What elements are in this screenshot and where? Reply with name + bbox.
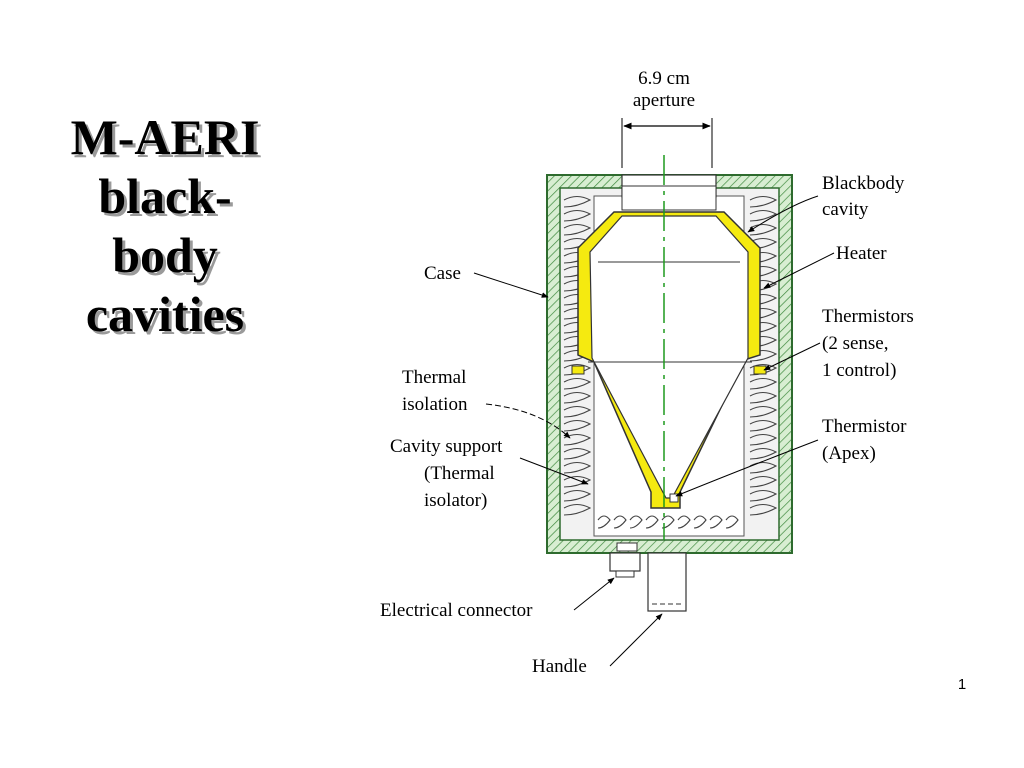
label-handle: Handle — [532, 656, 587, 677]
label-blackbody-2: cavity — [822, 199, 869, 220]
blackbody-cavity-shape — [571, 211, 767, 509]
title-line-4: cavities — [85, 286, 245, 342]
label-thermistors-3: 1 control) — [822, 360, 896, 381]
aperture-label-line2: aperture — [633, 90, 695, 111]
handle-part — [647, 552, 687, 612]
electrical-connector-part — [609, 542, 641, 578]
aperture-label-line1: 6.9 cm — [638, 68, 690, 89]
title-line-2: black- — [98, 168, 232, 224]
label-thermistor-apex-2: (Apex) — [822, 443, 876, 464]
slide-title: M-AERI black- body cavities — [40, 108, 290, 344]
label-thermal-isolation-2: isolation — [402, 394, 468, 415]
label-blackbody-1: Blackbody — [822, 173, 905, 194]
label-thermistor-apex-1: Thermistor — [822, 416, 907, 437]
label-electrical-connector: Electrical connector — [380, 600, 533, 621]
label-thermistors-1: Thermistors — [822, 306, 914, 327]
left-labels: Case Thermal isolation Cavity support (T… — [380, 263, 663, 677]
label-case: Case — [424, 263, 461, 284]
label-cavity-support-3: isolator) — [424, 490, 487, 511]
aperture-dimension: 6.9 cm aperture — [621, 68, 713, 168]
slide-page-number: 1 — [957, 676, 967, 693]
title-line-1: M-AERI — [70, 109, 260, 165]
right-labels: Blackbody cavity Heater Thermistors (2 s… — [675, 173, 914, 497]
title-line-3: body — [112, 227, 218, 283]
label-cavity-support-1: Cavity support — [390, 436, 503, 457]
label-cavity-support-2: (Thermal — [424, 463, 495, 484]
label-thermal-isolation-1: Thermal — [402, 367, 466, 388]
label-thermistors-2: (2 sense, — [822, 333, 888, 354]
label-heater: Heater — [836, 243, 887, 264]
